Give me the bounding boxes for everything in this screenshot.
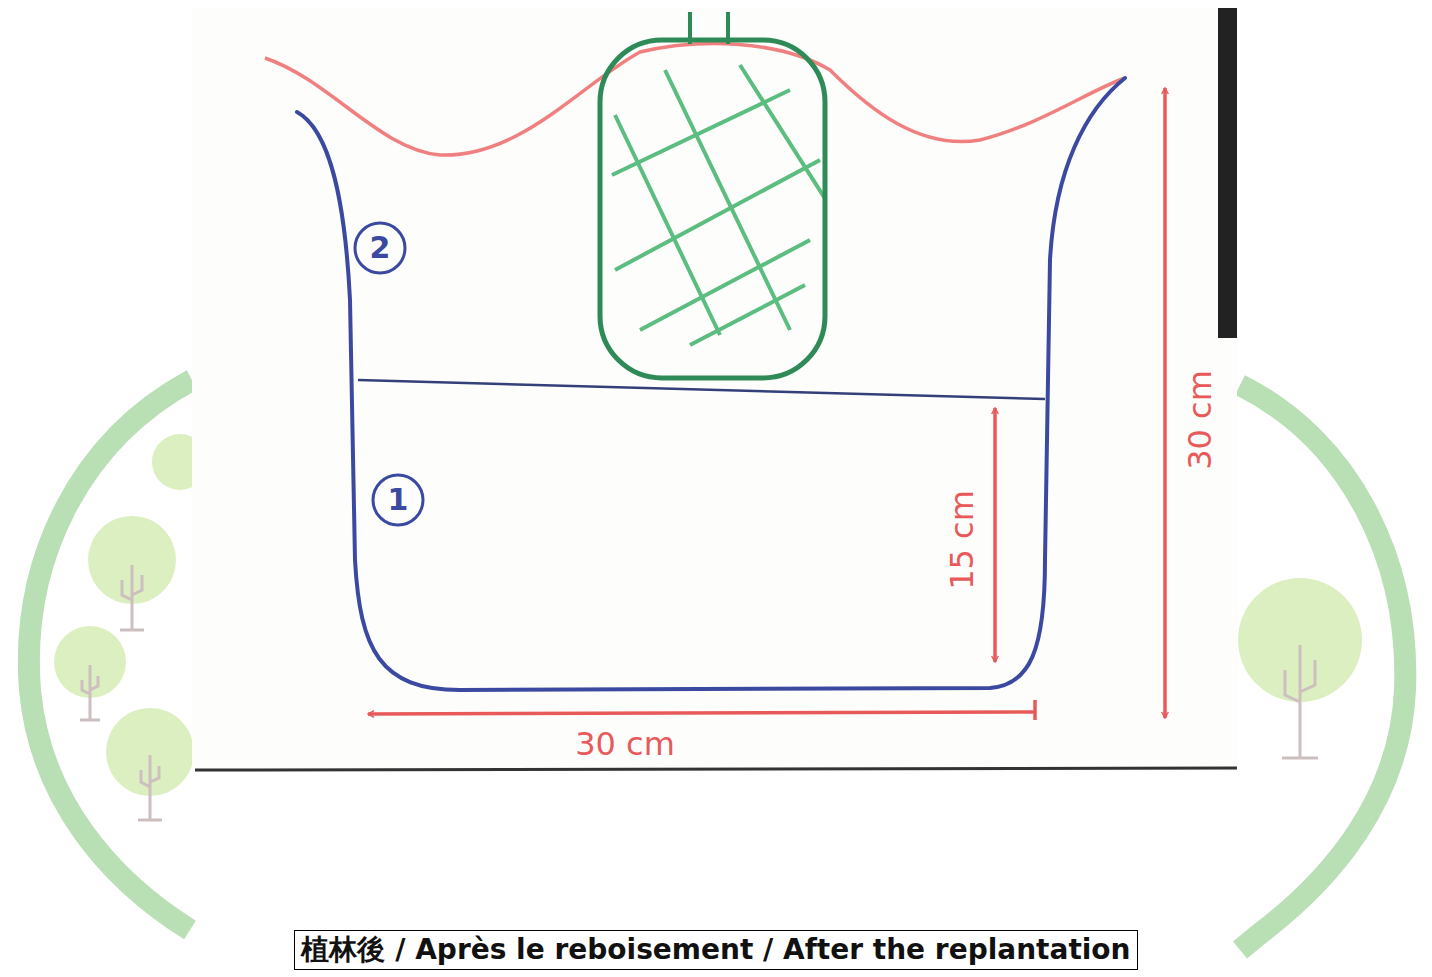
paper-edge	[195, 768, 1237, 770]
dimension-label: 30 cm	[575, 728, 675, 760]
photo-edge	[1218, 8, 1237, 338]
paper-sheet	[192, 8, 1237, 772]
callout-circle	[373, 475, 423, 525]
dimension-arrows	[368, 88, 1165, 720]
layer-boundary	[358, 380, 1045, 399]
root-ball	[600, 12, 845, 378]
callout-number: 2	[370, 233, 391, 263]
callout-number: 1	[388, 485, 409, 515]
dimension-label: 30 cm	[1184, 370, 1216, 470]
soil-surface	[265, 44, 1125, 155]
caption: 植林後 / Après le reboisement / After the r…	[294, 930, 1137, 970]
callout-circle	[355, 223, 405, 273]
dimension-label: 15 cm	[946, 490, 978, 590]
